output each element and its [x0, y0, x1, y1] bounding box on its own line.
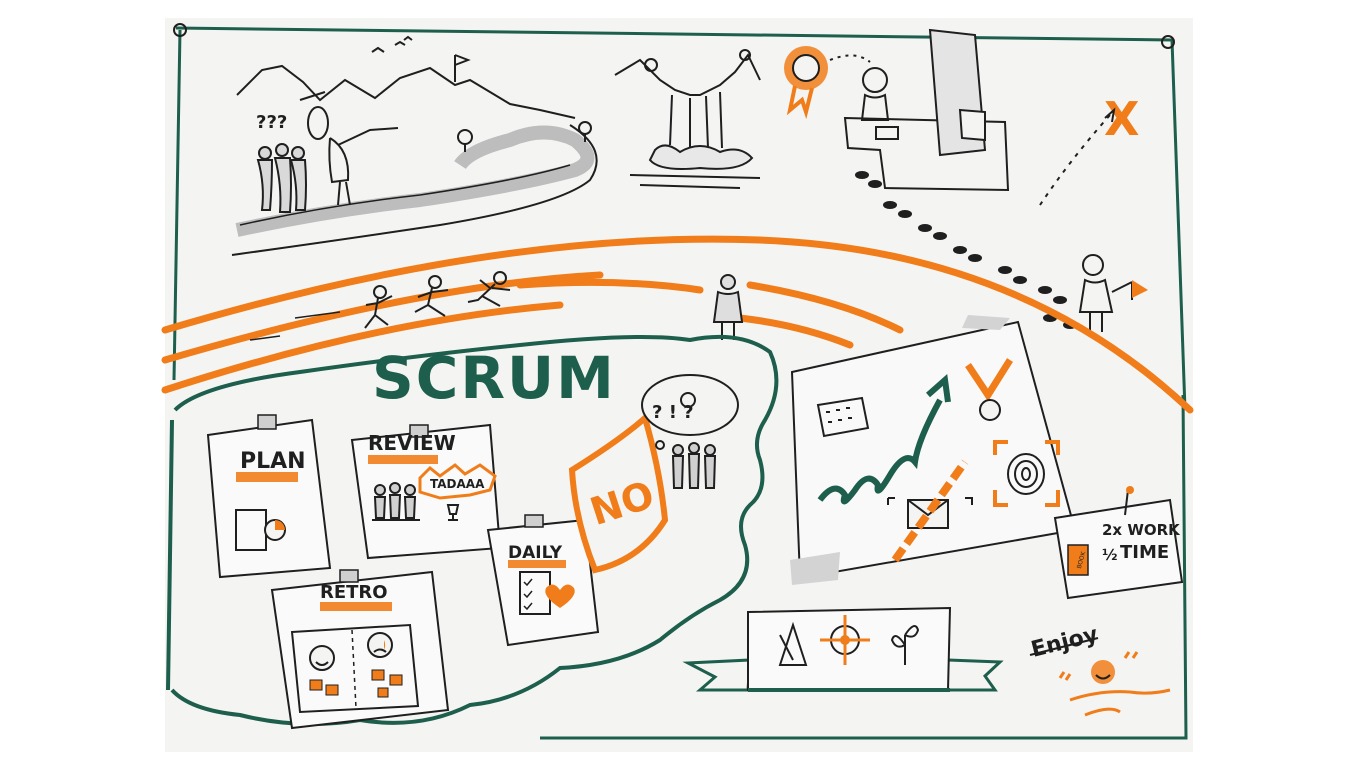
page-title: SCRUM: [372, 344, 616, 412]
flag-icon: [1132, 280, 1148, 298]
plant-icon: [890, 625, 920, 665]
burst-icon: [418, 463, 497, 500]
frame-border: [172, 26, 1187, 411]
file-cabinet-icon: [928, 28, 987, 157]
sad-face-icon: [367, 632, 393, 658]
trajectory-path: [1039, 114, 1111, 206]
review-label: REVIEW: [368, 431, 456, 455]
scrum-cloud: [170, 334, 779, 726]
daily-card: DAILY: [486, 514, 600, 647]
tadaaa-label: TADAAA: [430, 477, 485, 491]
smiley-icon: [309, 645, 335, 671]
confused-marks: ???: [256, 112, 287, 133]
trophy-icon: [446, 504, 460, 521]
waterfall-icon: [614, 49, 761, 189]
sticky-note: BOOK 2x WORK ½ TIME: [1053, 486, 1184, 600]
daily-label: DAILY: [508, 543, 563, 563]
no-shield-icon: NO: [568, 412, 669, 574]
plan-label: PLAN: [240, 449, 306, 474]
banner-ribbon: [682, 606, 1004, 692]
flag-icon: [454, 54, 471, 82]
runner-icon: [364, 271, 511, 329]
sprint-track: [161, 235, 1194, 414]
target-icon: [820, 615, 870, 665]
frame-border-lower: [540, 394, 1188, 740]
medal-icon: [965, 358, 1013, 421]
growth-arrow: [817, 398, 943, 505]
fingerprint-icon: [993, 440, 1060, 507]
scrum-master-icon: [712, 274, 744, 340]
group-people-icon: [671, 442, 717, 489]
heart-icon: [545, 584, 575, 608]
winding-road: [235, 125, 595, 237]
guide-person-icon: [307, 106, 399, 206]
bird-icon: [371, 35, 413, 53]
group-people-icon: [256, 143, 307, 213]
note-line-2: TIME: [1120, 542, 1169, 563]
retro-label: RETRO: [320, 582, 388, 603]
book-label: BOOK: [1076, 550, 1088, 570]
thought-text: ? ! ?: [652, 402, 694, 423]
retro-card: RETRO: [270, 569, 450, 730]
note-line-1: 2x WORK: [1102, 521, 1181, 539]
thought-bubble: ? ! ?: [641, 374, 739, 450]
goal-x-marker: X: [1104, 92, 1139, 146]
smiley-icon: [1091, 660, 1115, 684]
person-at-desk-icon: [843, 67, 1010, 192]
book-icon: [1067, 544, 1089, 576]
team-icon: [373, 482, 417, 519]
award-rosette-icon: [784, 46, 828, 120]
pin-icon: [1161, 35, 1175, 49]
metronome-icon: [778, 621, 808, 666]
review-card: REVIEW TADAAA: [350, 423, 502, 560]
tree-icon: [457, 121, 592, 152]
note-fraction: ½: [1102, 546, 1118, 564]
pin-icon: [173, 23, 187, 37]
plan-card: PLAN: [206, 414, 332, 579]
mountain-icon: [236, 64, 576, 119]
lightbulb-icon: [680, 392, 696, 408]
calendar-icon: [816, 396, 870, 438]
envelope-icon: [887, 459, 973, 563]
